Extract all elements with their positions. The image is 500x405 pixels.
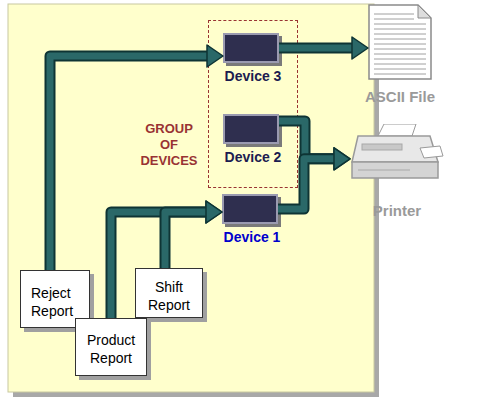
file-line: [374, 59, 426, 60]
file-line: [374, 39, 426, 40]
file-label: ASCII File: [340, 88, 460, 105]
printer-outline: [350, 124, 444, 182]
device-group: GROUP OF DEVICESDevice 3Device 2: [208, 20, 298, 188]
report-title: Reject Report: [31, 284, 89, 320]
arrow-head: [206, 201, 222, 223]
device-box: Device 2: [223, 114, 279, 144]
arrow-outline: [111, 212, 209, 318]
printer-panel: [362, 144, 402, 150]
file-line: [374, 49, 426, 50]
file-line: [374, 19, 414, 20]
printer-paper-in: [378, 124, 416, 136]
flow-arrow: [165, 201, 222, 268]
report-sheet: Product Report: [75, 318, 147, 376]
arrow-head: [334, 148, 350, 170]
arrow-outline: [278, 159, 337, 209]
device-label: Device 1: [202, 229, 302, 245]
report-sheet: Shift Report: [135, 268, 203, 318]
arrow-head: [334, 148, 350, 170]
file-sheet: [369, 5, 431, 79]
flow-arrow: [50, 45, 223, 270]
flow-arrow: [278, 148, 350, 209]
report-title: Product Report: [78, 331, 144, 367]
arrow-body: [278, 159, 337, 209]
flow-arrow: [111, 201, 222, 318]
arrow-body: [165, 212, 209, 268]
arrow-outline: [165, 212, 209, 268]
file-line: [374, 74, 426, 75]
device-box: Device 3: [223, 33, 279, 63]
file-line: [374, 64, 426, 65]
system-panel: [8, 4, 374, 392]
printer-base: [352, 162, 438, 178]
arrow-outline: [279, 43, 355, 54]
printer-icon: Printer: [350, 124, 444, 182]
arrow-body: [111, 212, 209, 318]
arrow-body: [279, 45, 355, 52]
arrow-body: [279, 121, 337, 159]
group-label: GROUP OF DEVICES: [135, 121, 203, 169]
printer-paper-out: [420, 146, 443, 158]
flow-arrow: [279, 37, 368, 59]
arrow-body: [50, 56, 210, 270]
device-label: Device 2: [203, 149, 303, 165]
file-line: [374, 34, 426, 35]
file-fold: [418, 5, 431, 18]
device-box: Device 1: [222, 194, 278, 224]
ascii-file-icon: ASCII File: [368, 4, 432, 80]
file-line: [374, 44, 426, 45]
arrow-outline: [279, 121, 337, 159]
arrow-head: [206, 201, 222, 223]
file-line: [374, 69, 426, 70]
file-line: [374, 24, 426, 25]
arrow-head: [207, 45, 223, 67]
device-label: Device 3: [203, 68, 303, 84]
report-title: Shift Report: [138, 278, 200, 314]
arrow-head: [352, 37, 368, 59]
flow-arrow: [279, 121, 350, 170]
printer-slot: [358, 170, 410, 171]
file-line: [374, 54, 426, 55]
arrow-outline: [50, 56, 210, 270]
file-outline: [368, 4, 432, 80]
file-line: [374, 14, 414, 15]
file-line: [374, 29, 426, 30]
printer-label: Printer: [336, 202, 458, 219]
